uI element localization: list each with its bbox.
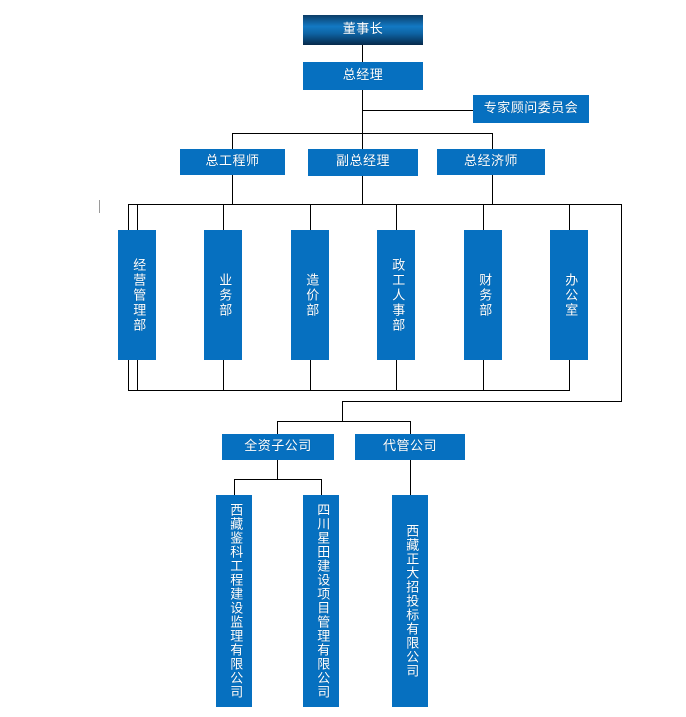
- node-department-operations[interactable]: 业务部: [204, 230, 242, 360]
- connector-dept-leg-5-top: [483, 204, 484, 230]
- connector-dept-leg-2-top: [223, 204, 224, 230]
- node-chief-engineer[interactable]: 总工程师: [180, 149, 285, 175]
- node-advisory-committee[interactable]: 专家顾问委员会: [473, 95, 589, 123]
- connector-gm-spine: [362, 90, 363, 133]
- node-wholly-owned-subsidiaries[interactable]: 全资子公司: [222, 434, 334, 460]
- connector-managed-company-down: [410, 460, 411, 495]
- node-deputy-general-manager[interactable]: 副总经理: [308, 149, 418, 176]
- connector-department-bottom-bus: [128, 390, 570, 391]
- connector-dept-leg-6-bottom: [569, 360, 570, 390]
- connector-chief-engineer-down: [232, 175, 233, 204]
- connector-subsidiary-spine: [342, 401, 343, 421]
- connector-dept-leg-2-bottom: [223, 360, 224, 390]
- connector-bus-to-wholly-owned: [277, 421, 278, 434]
- connector-split-to-sub-1: [234, 479, 235, 495]
- node-department-finance[interactable]: 财务部: [464, 230, 502, 360]
- connector-bus-to-chief-engineer: [232, 133, 233, 149]
- node-chairman[interactable]: 董事长: [303, 15, 423, 45]
- node-chief-economist[interactable]: 总经济师: [437, 149, 545, 175]
- connector-bus-to-managed-company: [410, 421, 411, 434]
- node-managed-companies[interactable]: 代管公司: [355, 434, 465, 460]
- connector-dept-leg-1-top: [137, 204, 138, 230]
- node-subsidiary-xizang-zhengda[interactable]: 西藏正大招投标有限公司: [392, 495, 428, 707]
- connector-wholly-owned-down: [277, 460, 278, 479]
- connector-bus-to-deputy-gm: [362, 133, 363, 149]
- connector-right-to-subsidiary-bus: [342, 401, 622, 402]
- node-department-cost-estimation[interactable]: 造价部: [291, 230, 329, 360]
- connector-dept-leg-1-bottom: [137, 360, 138, 390]
- node-subsidiary-sichuan-xingtian[interactable]: 四川星田建设项目管理有限公司: [303, 495, 339, 707]
- connector-dept-leg-3-top: [310, 204, 311, 230]
- connector-dept-leg-6-top: [569, 204, 570, 230]
- stray-line-artifact: [99, 200, 100, 213]
- connector-department-top-bus: [128, 204, 622, 205]
- connector-split-to-sub-2: [321, 479, 322, 495]
- connector-dept-leg-4-bottom: [396, 360, 397, 390]
- node-general-manager[interactable]: 总经理: [303, 62, 423, 90]
- connector-chairman-to-gm: [362, 45, 363, 62]
- connector-company-group-bus: [277, 421, 410, 422]
- connector-right-riser: [621, 204, 622, 401]
- node-subsidiary-xizang-jianke[interactable]: 西藏鉴科工程建设监理有限公司: [216, 495, 252, 707]
- node-department-business-management[interactable]: 经营管理部: [118, 230, 156, 360]
- connector-wholly-owned-split-bus: [234, 479, 321, 480]
- connector-chief-economist-down: [492, 175, 493, 204]
- connector-dept-leg-4-top: [396, 204, 397, 230]
- connector-dept-leg-5-bottom: [483, 360, 484, 390]
- node-department-political-hr[interactable]: 政工人事部: [377, 230, 415, 360]
- connector-dept-leg-3-bottom: [310, 360, 311, 390]
- connector-gm-to-advisory: [362, 110, 473, 111]
- connector-bus-to-chief-economist: [492, 133, 493, 149]
- node-department-office[interactable]: 办公室: [550, 230, 588, 360]
- connector-deputy-gm-down: [362, 176, 363, 204]
